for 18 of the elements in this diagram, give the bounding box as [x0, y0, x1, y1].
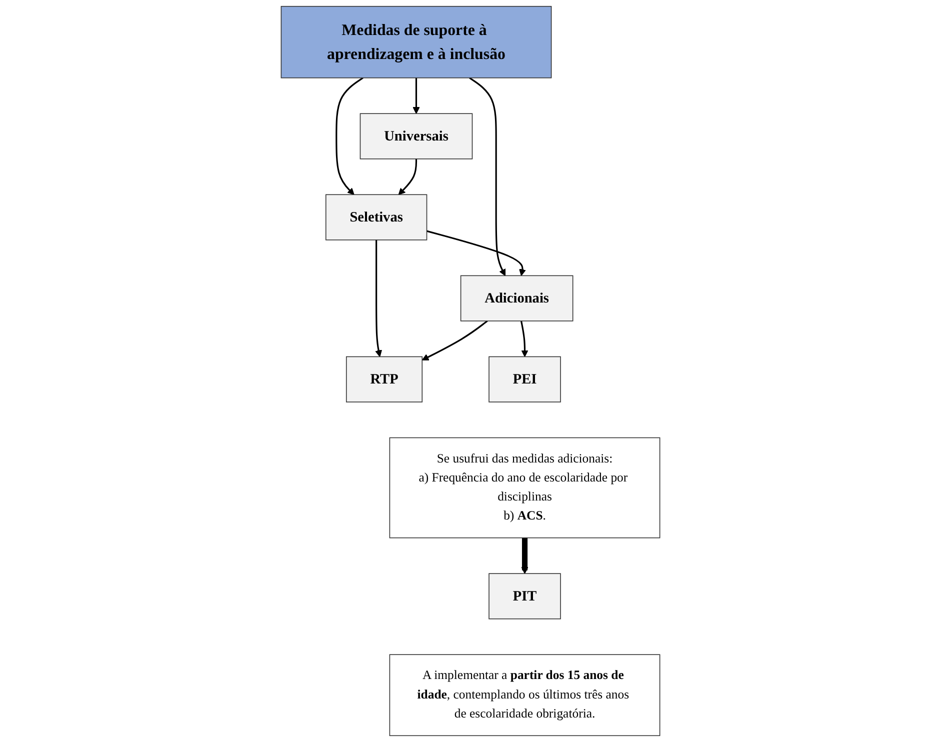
node-box: Seletivas — [325, 194, 428, 240]
arrow — [336, 77, 364, 195]
arrow — [398, 158, 418, 195]
arrow — [521, 538, 528, 574]
arrow — [375, 240, 382, 358]
arrow — [520, 320, 528, 358]
node-box: A implementar a partir dos 15 anos de idade, contemplando os últimos três anos de escolaridade obrigatória. — [389, 654, 660, 736]
node-box: PEI — [488, 356, 561, 402]
arrow — [422, 320, 488, 360]
node-box: RTP — [346, 356, 423, 402]
node-box: Adicionais — [460, 275, 574, 322]
arrow — [412, 78, 420, 114]
node-box: Medidas de suporte à aprendizagem e à inclusão — [280, 6, 552, 78]
arrow — [469, 77, 506, 276]
arrow — [426, 230, 526, 276]
node-box: Se usufrui das medidas adicionais: a) Frequência do ano de escolaridade por disciplinas b) ACS. — [389, 437, 660, 538]
node-box: PIT — [488, 573, 561, 620]
node-box: Universais — [360, 113, 473, 160]
